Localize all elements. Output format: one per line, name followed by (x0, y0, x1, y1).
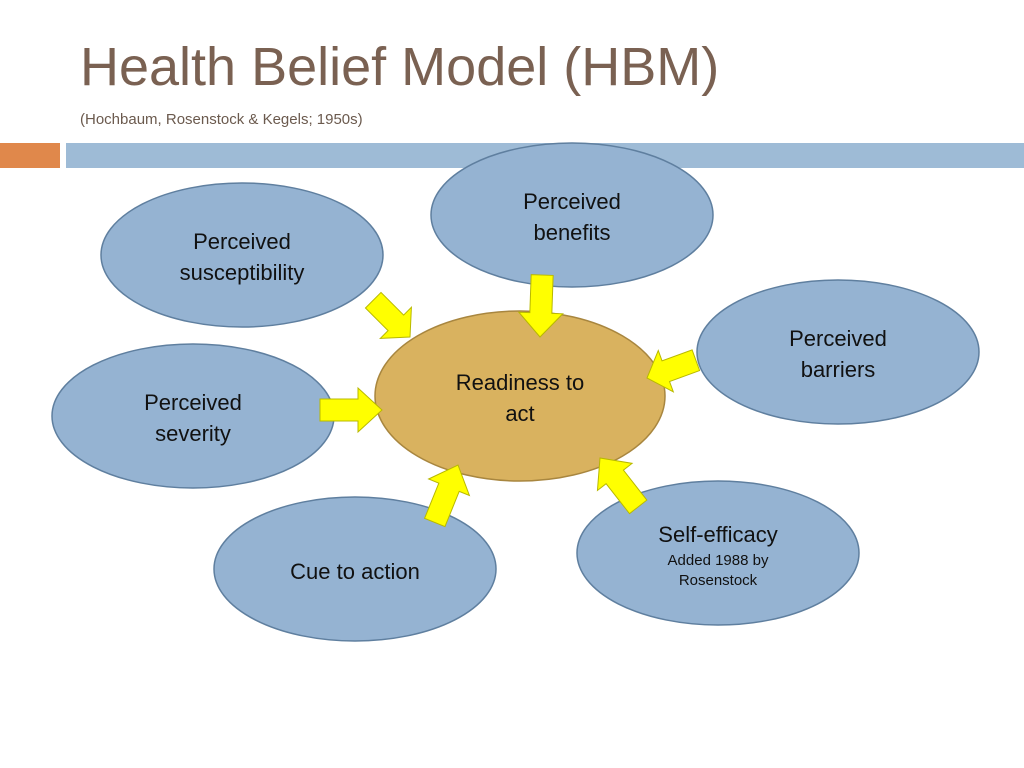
node-cue-to-action (213, 496, 497, 642)
severity-label-line2: severity (155, 421, 231, 446)
cue-label: Cue to action (290, 559, 420, 584)
susceptibility-label-line1: Perceived (193, 229, 291, 254)
arrow-cue-to-center (423, 464, 471, 528)
benefits-label-line1: Perceived (523, 189, 621, 214)
arrow-severity-to-center (319, 386, 383, 434)
center-node-readiness (374, 310, 666, 482)
slide-subtitle: (Hochbaum, Rosenstock & Kegels; 1950s) (80, 111, 363, 128)
arrow-benefits-to-center (517, 274, 564, 338)
slide-title: Health Belief Model (HBM) (80, 37, 720, 97)
node-perceived-susceptibility (100, 182, 384, 328)
severity-label-line1: Perceived (144, 390, 242, 415)
benefits-label-line2: benefits (533, 220, 610, 245)
arrow-barriers-to-center (646, 349, 701, 393)
arrow-self-efficacy-to-center (596, 457, 648, 515)
self-efficacy-note-line1: Added 1988 by (668, 552, 769, 569)
self-efficacy-label: Self-efficacy (658, 522, 777, 547)
center-label-line2: act (505, 401, 534, 426)
barriers-label-line2: barriers (801, 357, 876, 382)
self-efficacy-note-line2: Rosenstock (679, 572, 758, 589)
node-perceived-barriers (696, 279, 980, 425)
node-perceived-benefits (430, 142, 714, 288)
accent-bar (0, 143, 60, 168)
barriers-label-line1: Perceived (789, 326, 887, 351)
center-label-line1: Readiness to (456, 370, 584, 395)
arrow-susceptibility-to-center (364, 291, 412, 339)
susceptibility-label-line2: susceptibility (180, 260, 305, 285)
node-perceived-severity (51, 343, 335, 489)
node-self-efficacy (576, 480, 860, 626)
